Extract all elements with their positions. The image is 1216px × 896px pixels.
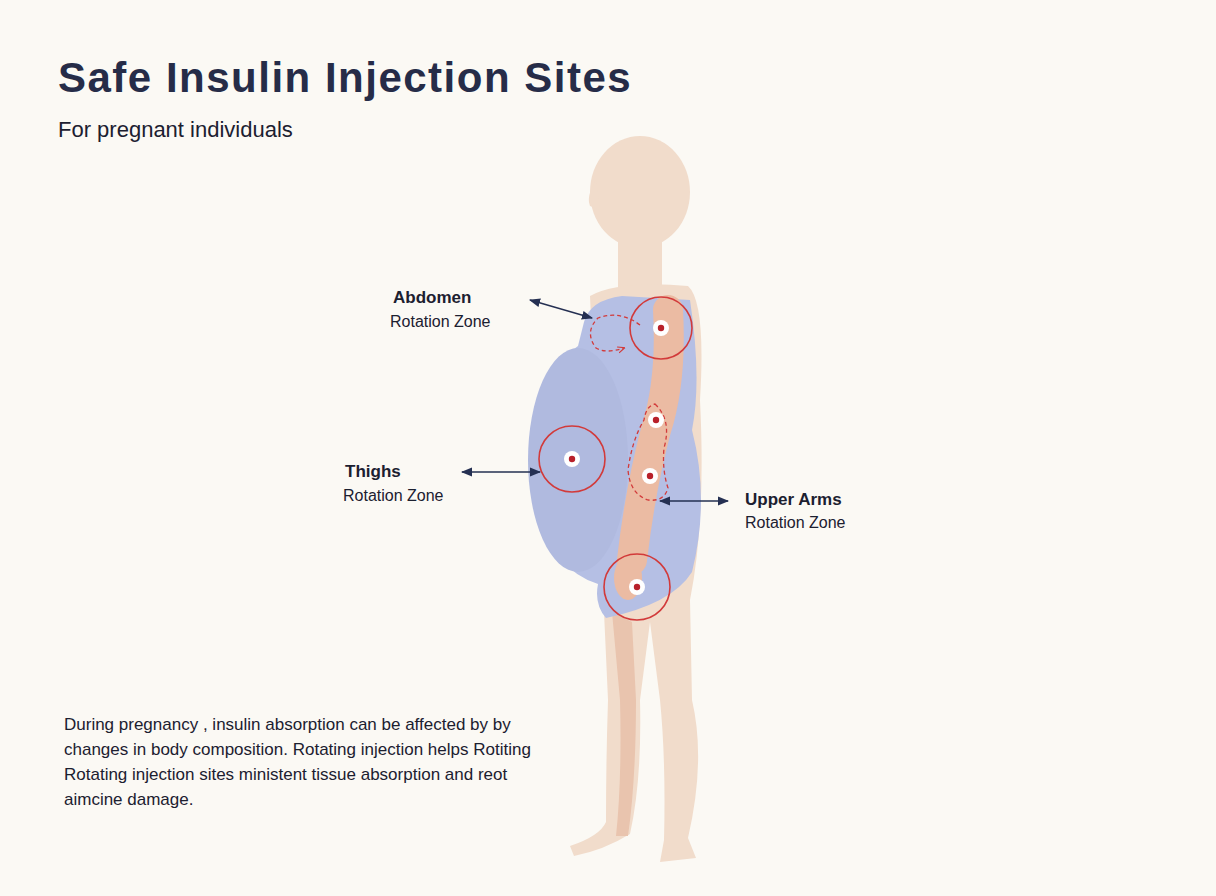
zone-sub: Rotation Zone — [745, 514, 846, 532]
zone-name: Upper Arms — [745, 490, 842, 510]
neck — [618, 230, 662, 292]
subtitle: For pregnant individuals — [58, 117, 293, 143]
zone-circle — [630, 297, 692, 359]
leader-arrows — [462, 300, 728, 501]
zone-dashed — [628, 404, 668, 500]
zone-name: Thighs — [345, 462, 401, 482]
title: Safe Insulin Injection Sites — [58, 54, 632, 102]
zone-circle — [604, 554, 670, 620]
pregnant-belly — [528, 348, 628, 572]
caption: During pregnancy , insulin absorption ca… — [64, 712, 564, 812]
face — [589, 180, 600, 210]
zone-sub: Rotation Zone — [390, 313, 491, 331]
zone-sub: Rotation Zone — [343, 487, 444, 505]
leg-shade — [612, 612, 636, 836]
zone-name: Abdomen — [393, 288, 471, 308]
zone-circle — [539, 426, 605, 492]
injection-dots — [564, 320, 669, 595]
rotation-arrow — [590, 315, 640, 351]
